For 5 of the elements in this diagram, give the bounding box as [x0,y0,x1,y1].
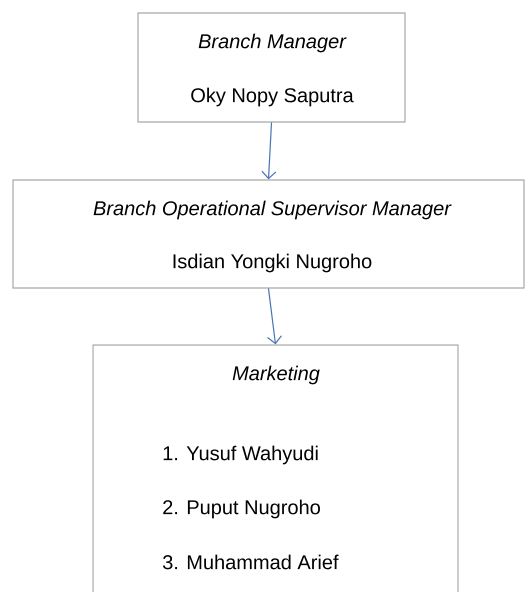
org-box: Marketing 1. Yusuf Wahyudi 2. Puput Nugroho 3. Muhammad Arief [92,344,459,592]
arrow [261,122,276,180]
org-box: Branch Manager Oky Nopy Saputra [137,12,406,123]
org-box: Branch Operational Supervisor Manager Isdian Yongki Nugroho [12,179,525,289]
arrow [267,288,282,344]
